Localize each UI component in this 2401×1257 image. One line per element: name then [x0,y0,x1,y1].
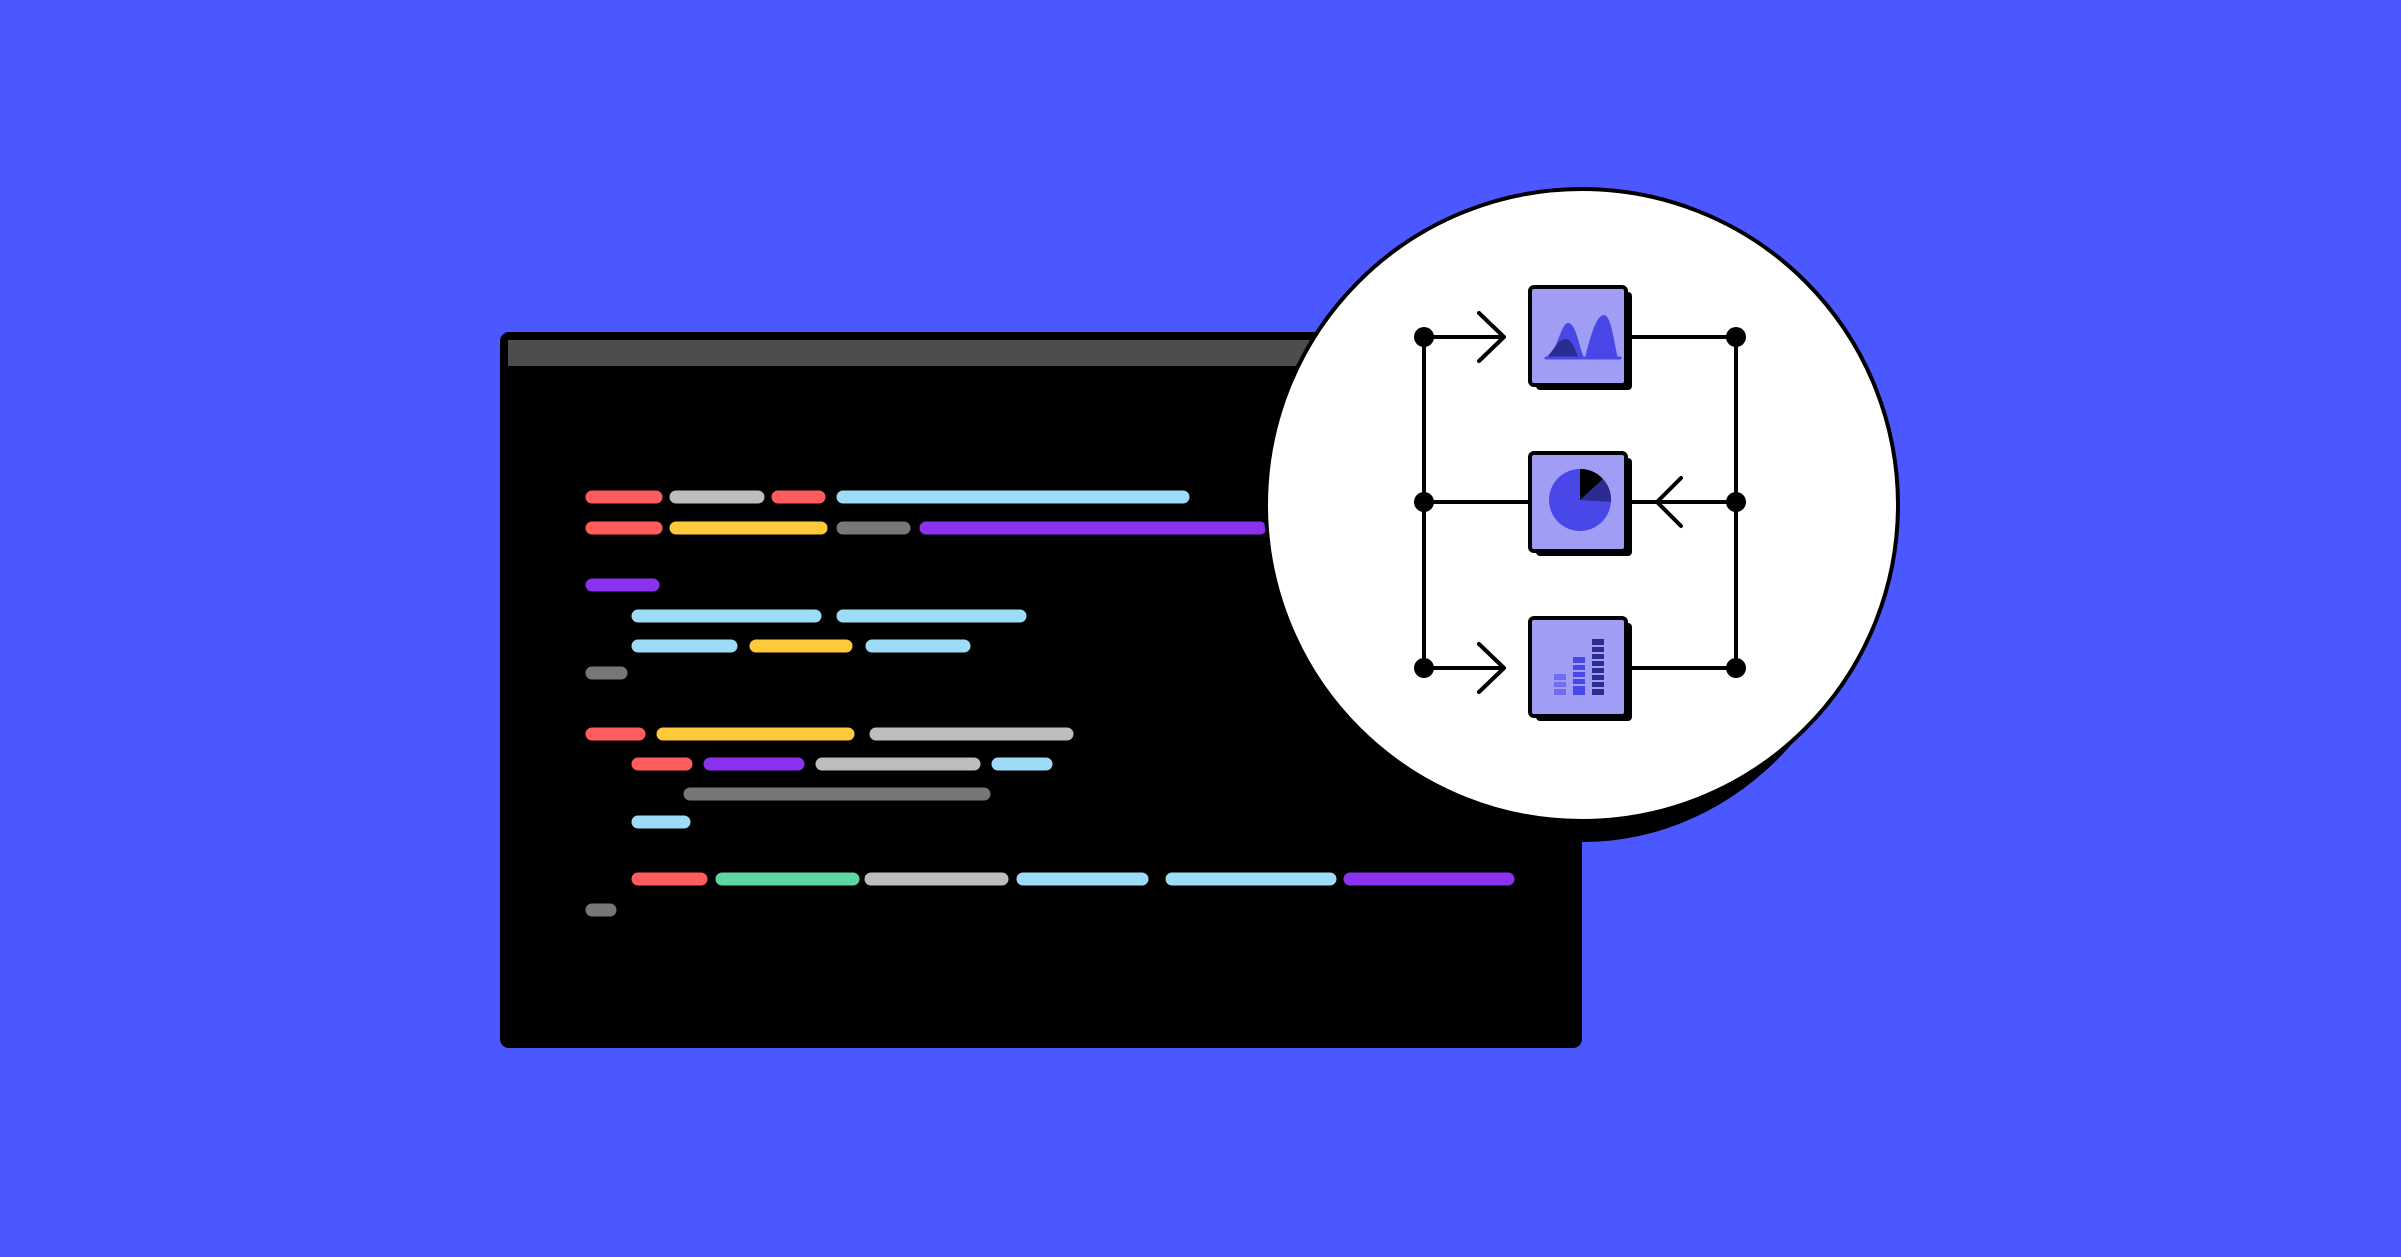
bar-1 [1554,674,1566,695]
bar-chart-icon [1528,616,1632,721]
pie-slice-mid [1580,479,1612,502]
distribution-dark-shape [1546,338,1579,358]
workflow-diagram [1414,285,1746,721]
pie-slice-dark [1580,468,1603,500]
node-dot [1414,327,1434,347]
arrow-right-icon [1477,311,1506,363]
bar-2 [1573,657,1585,695]
pie-chart-icon [1528,451,1632,556]
node-dot [1726,658,1746,678]
code-lines [585,490,1515,917]
distribution-chart-icon [1528,285,1632,390]
arrow-right-icon [1477,642,1506,694]
node-dot [1726,492,1746,512]
bar-grid-lines [1553,645,1605,689]
node-dot [1414,658,1434,678]
node-dot [1414,492,1434,512]
arrow-left-icon [1655,476,1683,528]
panel-card [1528,285,1628,387]
node-dot [1726,327,1746,347]
